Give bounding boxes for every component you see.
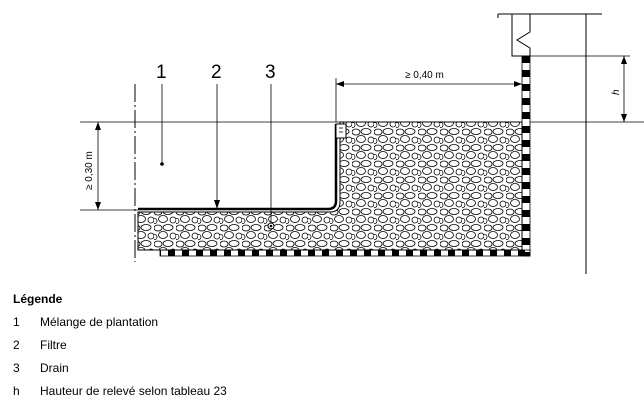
callout-2-label: 2 bbox=[211, 62, 222, 83]
dimension-right-label: h bbox=[611, 89, 622, 95]
legend-key: h bbox=[13, 384, 20, 398]
legend-label: Filtre bbox=[40, 338, 67, 352]
legend-label: Drain bbox=[40, 361, 69, 375]
legend-item: h Hauteur de relevé selon tableau 23 bbox=[13, 380, 227, 403]
legend-item: 1 Mélange de plantation bbox=[13, 311, 227, 334]
roof-section-drawing: ≥ 0,30 m ≥ 0,40 m h 1 2 3 bbox=[80, 13, 644, 274]
legend-key: 1 bbox=[13, 315, 20, 329]
legend-label: Mélange de plantation bbox=[40, 315, 159, 329]
legend-key: 3 bbox=[13, 361, 20, 375]
dimension-top: ≥ 0,40 m bbox=[335, 70, 522, 122]
waterproof-membrane bbox=[159, 55, 531, 257]
wall bbox=[497, 13, 602, 274]
callout-1-label: 1 bbox=[156, 62, 167, 83]
gravel-drain-layer bbox=[137, 121, 523, 251]
dimension-right: h bbox=[611, 56, 627, 122]
legend-key: 2 bbox=[13, 338, 20, 352]
filter-layer bbox=[138, 123, 347, 211]
legend-label: Hauteur de relevé selon tableau 23 bbox=[40, 384, 227, 398]
dimension-top-label: ≥ 0,40 m bbox=[405, 70, 444, 81]
callout-3: 3 bbox=[265, 62, 276, 230]
dimension-left-label: ≥ 0,30 m bbox=[84, 151, 95, 190]
legend: Légende 1 Mélange de plantation 2 Filtre… bbox=[13, 288, 227, 403]
callout-1: 1 bbox=[156, 62, 167, 166]
legend-item: 3 Drain bbox=[13, 357, 227, 380]
callout-3-label: 3 bbox=[265, 62, 276, 83]
callout-2: 2 bbox=[211, 62, 222, 209]
reference-lines bbox=[80, 55, 644, 211]
legend-title: Légende bbox=[13, 292, 63, 306]
legend-item: 2 Filtre bbox=[13, 334, 227, 357]
dimension-left: ≥ 0,30 m bbox=[84, 122, 101, 210]
